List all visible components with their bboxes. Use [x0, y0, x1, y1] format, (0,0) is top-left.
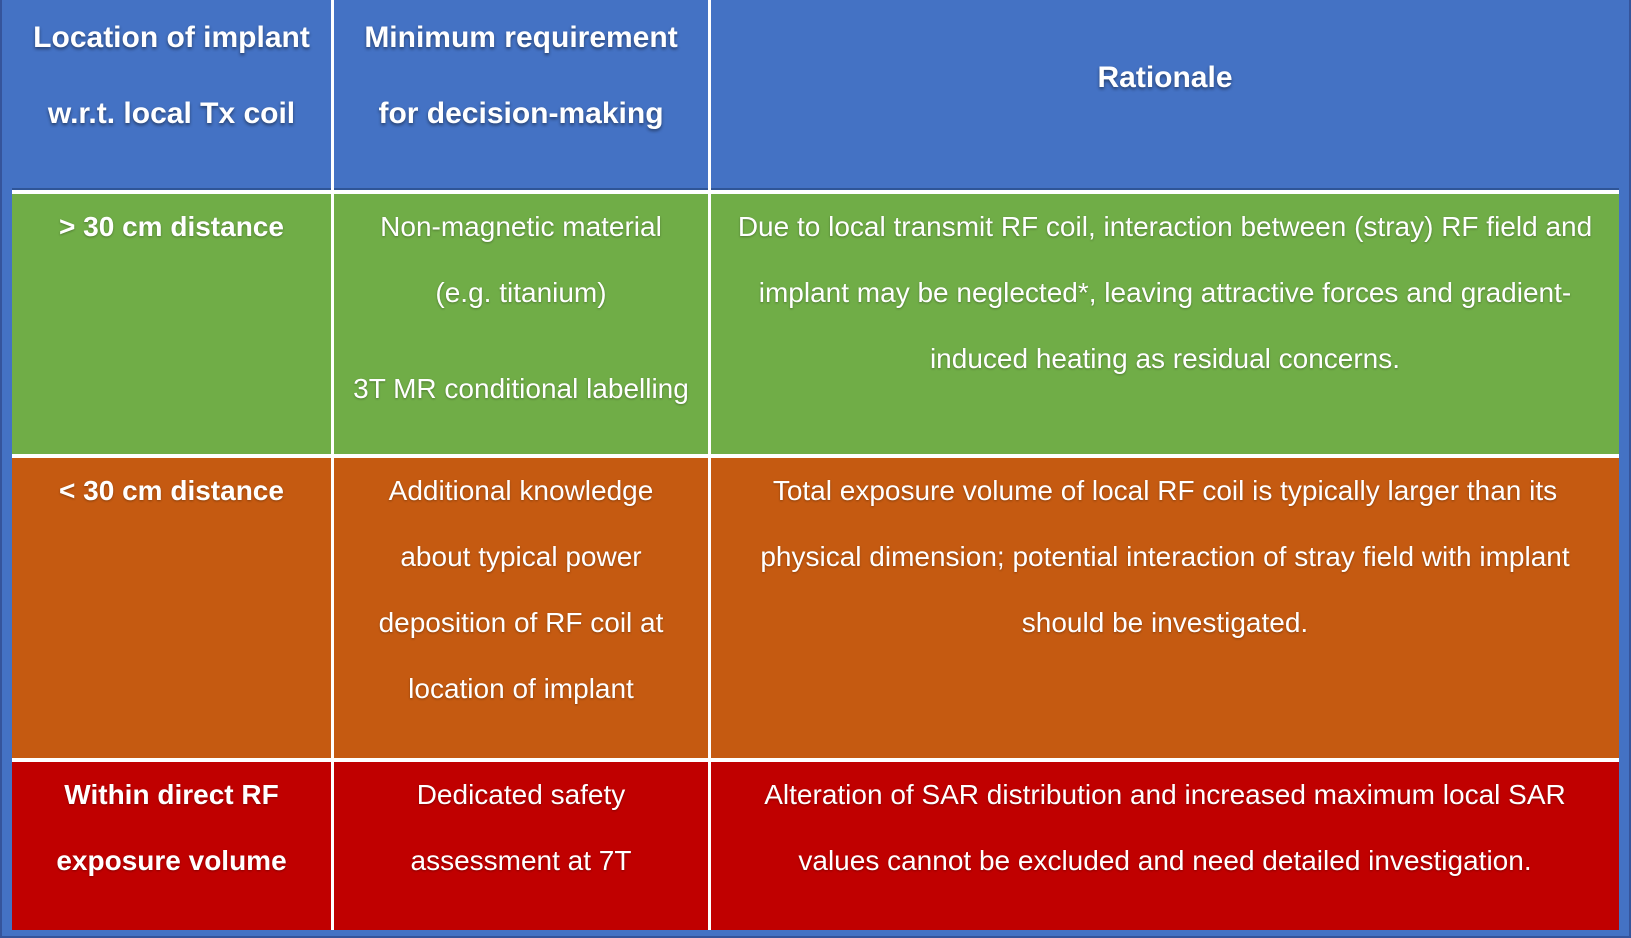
text-line: physical dimension; potential interactio…	[760, 541, 1570, 572]
column-header-requirement: Minimum requirement for decision-making	[334, 0, 708, 190]
text-line: < 30 cm distance	[59, 475, 284, 506]
text-line: should be investigated.	[1021, 607, 1309, 638]
text-line: for decision-making	[378, 97, 664, 130]
text-line: Additional knowledge	[388, 475, 654, 506]
text-line: Rationale	[1097, 61, 1233, 94]
row-1-rationale-cell: Due to local transmit RF coil, interacti…	[711, 194, 1619, 454]
row-2-location-cell: < 30 cm distance	[12, 458, 331, 758]
text-line: Alteration of SAR distribution and incre…	[764, 779, 1566, 810]
text-line: assessment at 7T	[410, 845, 632, 876]
text-line: > 30 cm distance	[59, 211, 284, 242]
text-line	[334, 326, 708, 356]
row-2-requirement-cell: Additional knowledge about typical power d…	[334, 458, 708, 758]
text-line: exposure volume	[56, 845, 287, 876]
text-line: location of implant	[408, 673, 634, 704]
text-line: (e.g. titanium)	[435, 277, 607, 308]
text-line: values cannot be excluded and need detai…	[798, 845, 1532, 876]
text-line: Total exposure volume of local RF coil i…	[772, 475, 1558, 506]
text-line: w.r.t. local Tx coil	[47, 97, 296, 130]
text-line: implant may be neglected*, leaving attra…	[758, 277, 1572, 308]
text-line: Location of implant	[33, 21, 310, 54]
column-header-rationale: Rationale	[711, 0, 1619, 190]
text-line: Minimum requirement	[364, 21, 678, 54]
table-grid: Location of implant w.r.t. local Tx coil M…	[12, 0, 1619, 930]
text-line: induced heating as residual concerns.	[929, 343, 1401, 374]
text-line: about typical power	[400, 541, 642, 572]
row-3-location-cell: Within direct RF exposure volume	[12, 762, 331, 930]
row-1-requirement-cell: Non-magnetic material (e.g. titanium) 3T M…	[334, 194, 708, 454]
text-line: Due to local transmit RF coil, interacti…	[737, 211, 1593, 242]
text-line: Dedicated safety	[416, 779, 626, 810]
text-line: deposition of RF coil at	[378, 607, 664, 638]
row-3-requirement-cell: Dedicated safety assessment at 7T	[334, 762, 708, 930]
column-header-location: Location of implant w.r.t. local Tx coil	[12, 0, 331, 190]
row-2-rationale-cell: Total exposure volume of local RF coil i…	[711, 458, 1619, 758]
text-line: 3T MR conditional labelling	[353, 373, 689, 404]
text-line: Within direct RF	[64, 779, 279, 810]
row-3-rationale-cell: Alteration of SAR distribution and incre…	[711, 762, 1619, 930]
text-line: Non-magnetic material	[380, 211, 662, 242]
row-1-location-cell: > 30 cm distance	[12, 194, 331, 454]
